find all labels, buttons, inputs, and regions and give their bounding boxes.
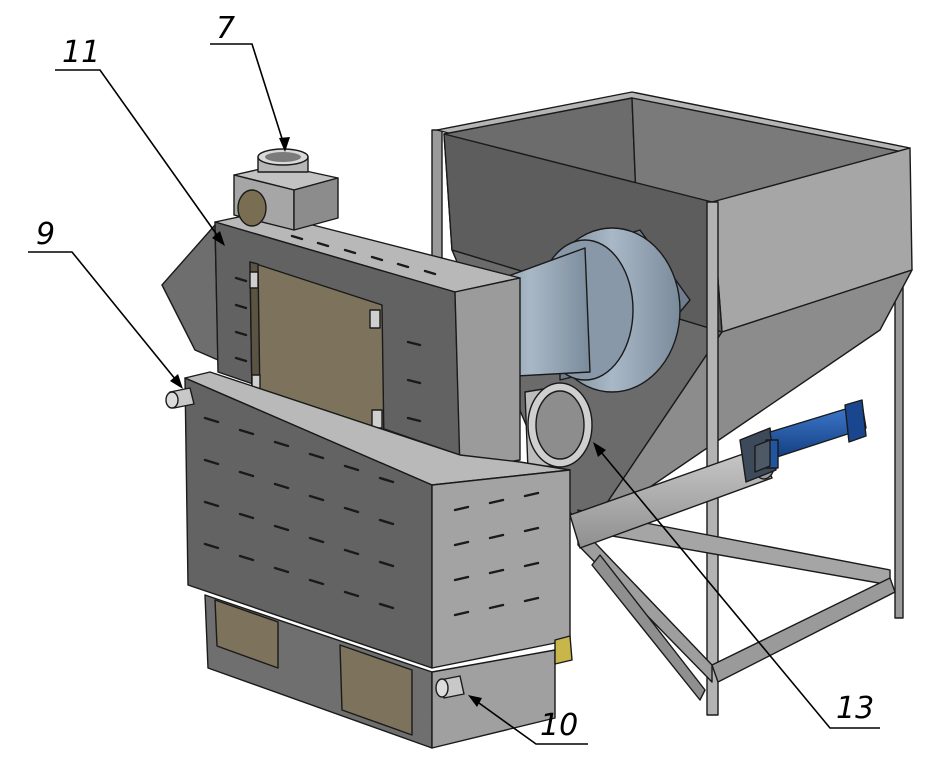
hydraulic-cylinder xyxy=(739,399,867,483)
flue-outlet-box xyxy=(233,148,339,231)
callout-label-10: 10 xyxy=(540,708,578,743)
callout-label-7: 7 xyxy=(216,11,235,46)
hopper-stand xyxy=(577,201,896,716)
callout-leader-9 xyxy=(28,251,183,389)
lower-vent-slots xyxy=(203,416,540,617)
burner-connection-ring xyxy=(524,382,593,471)
boiler-lower-body xyxy=(165,371,571,669)
callout-leader-10 xyxy=(468,695,588,745)
callout-label-11: 11 xyxy=(62,35,100,70)
callout-label-9: 9 xyxy=(36,217,55,252)
callout-leader-13 xyxy=(593,442,880,729)
callout-leader-11 xyxy=(55,69,225,246)
callout-leader-7 xyxy=(210,43,290,152)
callout-label-13: 13 xyxy=(836,691,874,726)
ash-box-base xyxy=(204,594,573,749)
upper-vent-slots xyxy=(234,234,437,423)
